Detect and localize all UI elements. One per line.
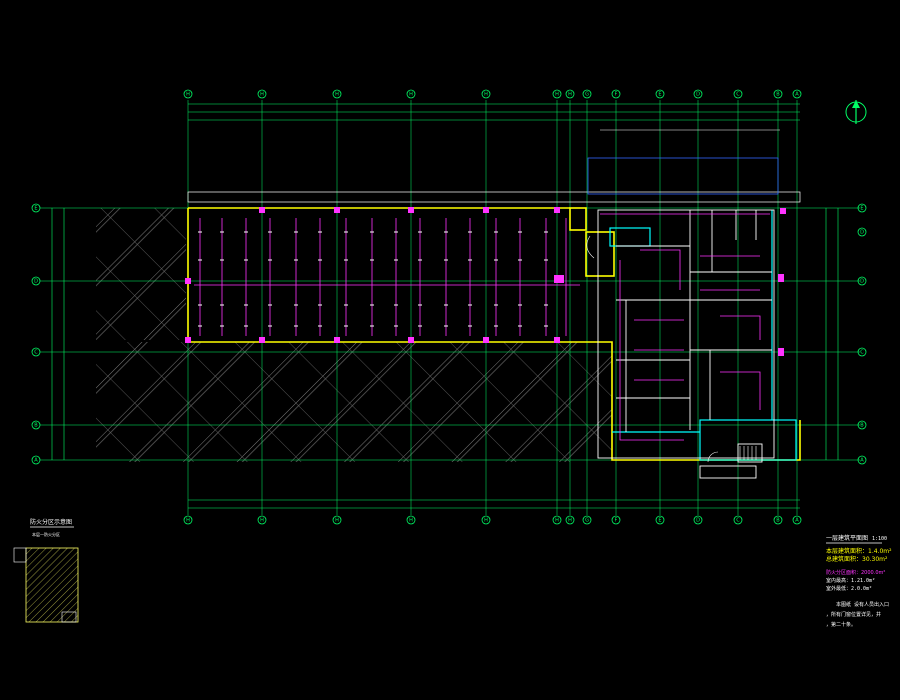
grid-label-top: C: [736, 92, 740, 98]
axis-lines-vertical: [187, 100, 798, 515]
note-line-3: ，第二十条。: [826, 621, 856, 628]
grid-label-left: B: [34, 423, 38, 429]
grid-bubbles-left: E D C B A: [31, 203, 41, 465]
hatch-zone-lower: [96, 342, 612, 462]
cyan-partitions: [609, 210, 797, 461]
grid-label-bottom: G: [585, 518, 589, 524]
title-block: 一层建筑平面图 1:100 本层建筑面积：1.4.0m² 总建筑面积：30.30…: [826, 534, 892, 628]
note-line-2: ，所有门窗位置详见，并: [826, 611, 881, 618]
structural-columns: [185, 207, 786, 356]
grid-label-top: H: [409, 92, 413, 98]
grid-label-bottom: H: [484, 518, 488, 524]
grid-label-bottom: F: [615, 518, 618, 524]
grid-label-top: H: [260, 92, 264, 98]
grid-label-bottom: D: [696, 518, 700, 524]
grid-label-bottom: C: [736, 518, 740, 524]
grid-label-top: G: [585, 92, 589, 98]
fire-zone-detail: 防火分区示意图 本层一防火分区: [13, 518, 79, 623]
sprinkler-lines: [194, 213, 770, 441]
grid-label-bottom: A: [795, 518, 799, 524]
grid-label-bottom: H: [335, 518, 339, 524]
grid-label-bottom: H: [568, 518, 572, 524]
grid-label-bottom: H: [186, 518, 190, 524]
sprinkler-heads: [198, 231, 548, 327]
legend-area-1: 本层建筑面积：1.4.0m²: [826, 547, 892, 555]
grid-label-right: D: [860, 279, 864, 285]
grid-bubbles-right: E D D C B A: [857, 203, 867, 465]
grid-label-left: D: [34, 279, 38, 285]
grid-label-top: B: [776, 92, 780, 98]
grid-label-bottom: H: [260, 518, 264, 524]
detail-title: 防火分区示意图: [30, 518, 72, 526]
note-line-1: 本图纸 设有人员出入口: [836, 601, 889, 608]
detail-subtitle: 本层一防火分区: [32, 531, 60, 537]
grid-label-top: D: [696, 92, 700, 98]
grid-label-top: E: [658, 92, 661, 98]
grid-bubbles-bottom: H H H H H H H G F E D C B A: [183, 515, 802, 525]
grid-label-right: D: [860, 230, 864, 236]
main-walls: [187, 207, 801, 461]
grid-label-left: C: [34, 350, 38, 356]
grid-label-top: H: [335, 92, 339, 98]
grid-label-top: H: [484, 92, 488, 98]
stair-details: [586, 235, 757, 463]
grid-label-bottom: H: [409, 518, 413, 524]
legend-fire-zone: 防火分区面积：2000.0m²: [826, 569, 885, 576]
grid-label-left: E: [34, 206, 37, 212]
grid-label-left: A: [34, 458, 38, 464]
grid-label-top: F: [615, 92, 618, 98]
legend-area-2: 总建筑面积：30.30m²: [826, 555, 888, 563]
grid-label-bottom: H: [555, 518, 559, 524]
plan-title: 一层建筑平面图: [826, 534, 868, 542]
grid-label-bottom: E: [658, 518, 661, 524]
hatch-zone-upper: [96, 208, 186, 340]
legend-outdoor: 室外最低：2.0.0m²: [826, 585, 872, 592]
grid-label-top: H: [568, 92, 572, 98]
north-arrow-icon: [845, 100, 867, 124]
grid-label-top: H: [186, 92, 190, 98]
legend-indoor: 室内最高：1.21.0m²: [826, 577, 875, 584]
grid-label-top: H: [555, 92, 559, 98]
grid-label-bottom: B: [776, 518, 780, 524]
interior-walls: [597, 209, 775, 479]
upper-canopy: [187, 129, 801, 203]
grid-label-right: C: [860, 350, 864, 356]
grid-label-right: E: [860, 206, 863, 212]
grid-label-top: A: [795, 92, 799, 98]
grid-label-right: B: [860, 423, 864, 429]
grid-bubbles-top: H H H H H H H G F E D C B A: [183, 89, 802, 99]
grid-label-right: A: [860, 458, 864, 464]
plan-scale: 1:100: [872, 536, 887, 542]
